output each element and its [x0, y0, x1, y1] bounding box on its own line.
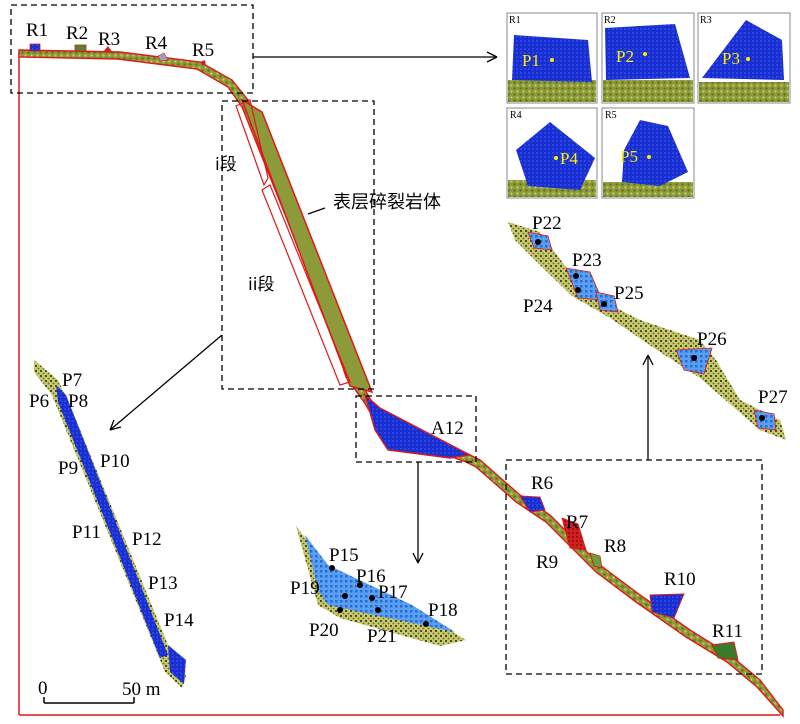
- dashed-box-lower: [505, 459, 763, 675]
- label-r8: R8: [604, 536, 626, 557]
- svg-text:P4: P4: [560, 149, 578, 168]
- svg-text:P22: P22: [532, 213, 562, 234]
- svg-text:P25: P25: [614, 283, 644, 304]
- label-r1: R1: [26, 20, 48, 41]
- scale-bar: 0 50 m: [38, 678, 161, 704]
- label-r11: R11: [712, 621, 743, 642]
- inset-r1: R1 P1: [506, 12, 598, 104]
- svg-text:P2: P2: [616, 47, 634, 66]
- svg-text:P1: P1: [522, 51, 540, 70]
- arrows: [109, 51, 654, 564]
- block-r10: [649, 593, 685, 619]
- svg-text:P20: P20: [309, 620, 339, 641]
- label-r2: R2: [66, 23, 88, 44]
- right-detail: P22 P23 P24 P25 P26 P27: [508, 213, 788, 440]
- inset-r4: R4 P4: [506, 107, 598, 199]
- svg-text:P27: P27: [758, 387, 788, 408]
- svg-text:50 m: 50 m: [122, 679, 161, 700]
- dashed-box-middle: [221, 100, 375, 390]
- label-r5: R5: [192, 40, 214, 61]
- fractured-rock-band: [240, 98, 374, 394]
- svg-text:P13: P13: [148, 573, 178, 594]
- svg-text:P12: P12: [132, 529, 162, 550]
- block-r4: [157, 52, 169, 62]
- svg-text:P18: P18: [428, 600, 458, 621]
- label-r7: R7: [566, 512, 588, 533]
- a12-block: [363, 392, 473, 459]
- svg-text:P3: P3: [722, 49, 740, 68]
- section-outline: [235, 99, 351, 386]
- dashed-box-a12: [355, 395, 477, 463]
- block-r8: [589, 552, 603, 569]
- svg-text:P15: P15: [329, 545, 359, 566]
- svg-text:R2: R2: [604, 15, 616, 26]
- svg-text:P23: P23: [572, 250, 602, 271]
- svg-text:P19: P19: [290, 578, 320, 599]
- label-surface-rock: 表层碎裂岩体: [333, 192, 441, 213]
- label-r6: R6: [531, 473, 553, 494]
- label-section-ii: ii段: [248, 275, 274, 295]
- label-r9: R9: [536, 552, 558, 573]
- svg-text:R4: R4: [510, 110, 522, 121]
- svg-text:P9: P9: [58, 458, 78, 479]
- label-section-i: i段: [215, 155, 237, 175]
- svg-text:R3: R3: [700, 15, 712, 26]
- svg-text:P8: P8: [68, 391, 88, 412]
- block-r3: [103, 46, 113, 53]
- label-a12: A12: [431, 418, 464, 439]
- svg-text:P6: P6: [29, 391, 49, 412]
- svg-text:P14: P14: [164, 610, 194, 631]
- block-r1: [29, 43, 41, 52]
- label-r10: R10: [664, 569, 696, 590]
- a12-detail: P15 P16 P17 P18 P19 P20 P21: [290, 526, 466, 647]
- inset-r3: R3 P3: [697, 12, 791, 104]
- inset-r5: R5 P5: [601, 107, 695, 199]
- block-r6: [519, 495, 546, 513]
- block-r5: [200, 60, 206, 66]
- block-r7: [561, 517, 587, 551]
- svg-text:P17: P17: [378, 582, 408, 603]
- block-r11: [711, 641, 739, 661]
- svg-text:R1: R1: [509, 15, 521, 26]
- dashed-box-top: [10, 4, 254, 94]
- svg-text:R5: R5: [605, 110, 617, 121]
- svg-text:P10: P10: [100, 451, 130, 472]
- label-r4: R4: [145, 33, 168, 54]
- block-r2: [74, 44, 87, 52]
- svg-text:P21: P21: [367, 626, 397, 647]
- svg-text:0: 0: [38, 678, 48, 699]
- svg-text:P16: P16: [356, 566, 386, 587]
- inset-r2: R2 P2: [601, 12, 695, 104]
- svg-text:P5: P5: [620, 147, 638, 166]
- svg-text:P24: P24: [523, 296, 553, 317]
- left-detail: P7 P6 P8 P9 P10 P11 P12 P13 P14: [29, 360, 194, 688]
- svg-text:P11: P11: [72, 522, 101, 543]
- label-r3: R3: [98, 29, 120, 50]
- svg-text:P26: P26: [697, 329, 727, 350]
- svg-text:P7: P7: [62, 370, 82, 391]
